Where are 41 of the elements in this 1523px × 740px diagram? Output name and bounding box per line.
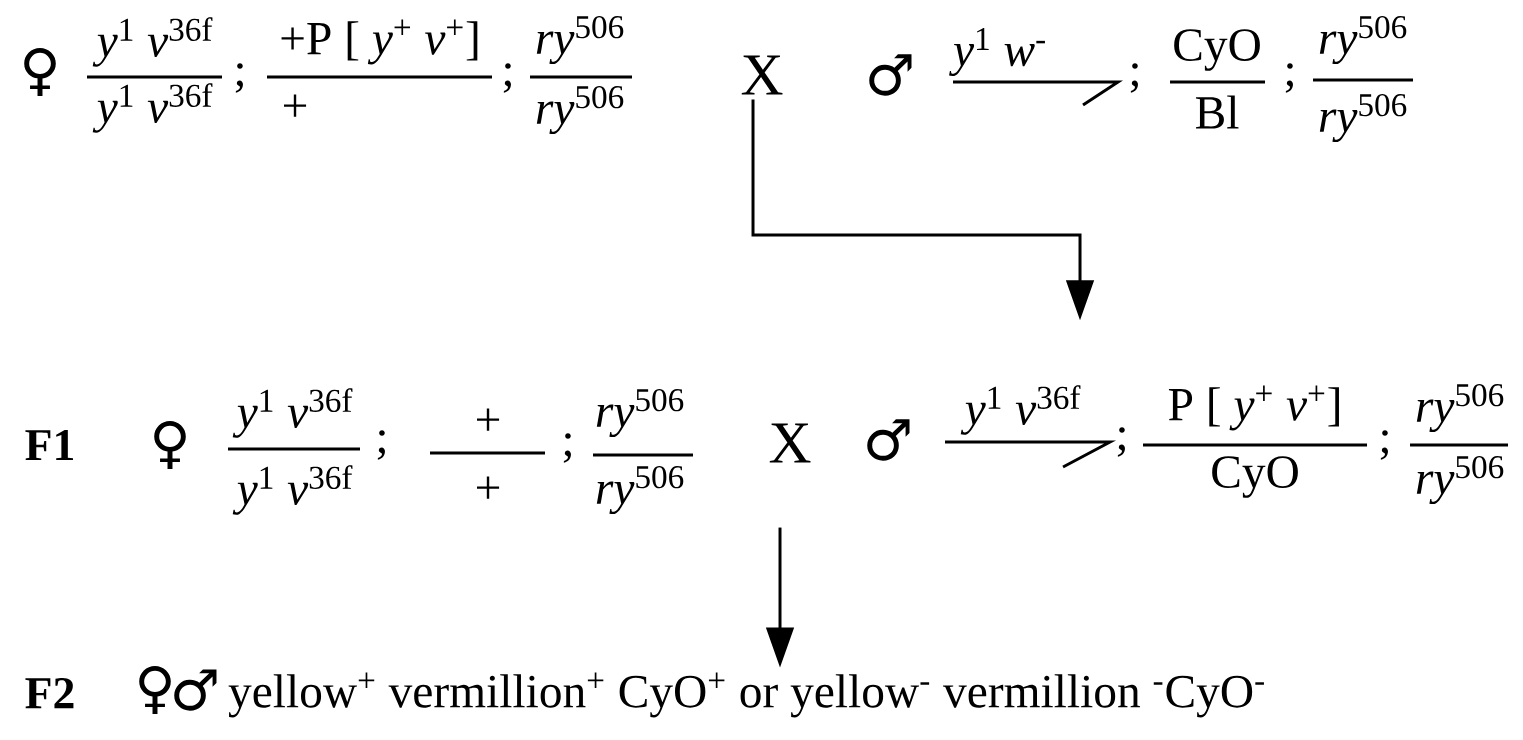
sex-symbol: ♀ [24, 47, 56, 97]
sex-symbol: ♂ [867, 419, 910, 461]
genotype-text: ry$^{506}$ [1416, 383, 1504, 433]
genotype-text: yellow$^{+}$ vermillion$^{+}$ CyO$^{+}$ or yellow$^{-}$ vermillion $^{-}$CyO$^{-}$ [228, 672, 1264, 718]
generation-label: F2 [25, 677, 74, 709]
genotype-text: y$^{1}$ v$^{36f}$ [960, 385, 1081, 435]
genotype-text: ; [377, 430, 385, 460]
genotype-text: Bl [1196, 95, 1239, 129]
genotype-text: y$^{1}$ v$^{36f}$ [92, 83, 213, 133]
genotype-text: +P [ y$^{+}$ v$^{+}$] [281, 19, 478, 65]
genotype-text: P [ y$^{+}$ v$^{+}$] [1168, 385, 1339, 431]
genotype-text: ry$^{506}$ [596, 388, 684, 438]
generation-label: F1 [25, 429, 73, 461]
sex-symbol: ♂ [869, 54, 912, 96]
genotype-text: CyO [1174, 29, 1260, 71]
genotype-text: y$^{1}$ v$^{36f}$ [92, 17, 213, 67]
sex-symbol: ♀ [139, 665, 171, 715]
genotype-text: ; [1117, 427, 1125, 457]
sex-symbol: ♂ [174, 669, 217, 711]
genotype-text: ; [503, 63, 511, 93]
genotype-text: ry$^{506}$ [536, 85, 624, 135]
genotype-text: ry$^{506}$ [1319, 15, 1407, 65]
genotype-text: y$^{1}$ v$^{36f}$ [232, 465, 353, 515]
genotype-text: ry$^{506}$ [1416, 455, 1504, 505]
genotype-text: ; [1380, 430, 1388, 460]
genotype-text: ; [1130, 63, 1138, 93]
genotype-text: y$^{1}$ v$^{36f}$ [232, 388, 353, 438]
cross-sign: X [741, 55, 783, 95]
genotype-text: ; [563, 433, 571, 463]
genotype-text: ; [235, 63, 243, 93]
genotype-text: CyO [1212, 456, 1298, 498]
genotype-text: + [477, 408, 500, 431]
genotype-text: ry$^{506}$ [596, 465, 684, 515]
genotype-text: ry$^{506}$ [536, 15, 624, 65]
genotype-text: + [284, 94, 307, 117]
genotype-text: ry$^{506}$ [1319, 93, 1407, 143]
cross-sign: X [769, 423, 811, 463]
genotype-text: ; [1285, 63, 1293, 93]
sex-symbol: ♀ [154, 420, 186, 470]
genotype-text: + [477, 476, 500, 499]
genotype-text: y$^{1}$ w$^{-}$ [949, 28, 1045, 76]
